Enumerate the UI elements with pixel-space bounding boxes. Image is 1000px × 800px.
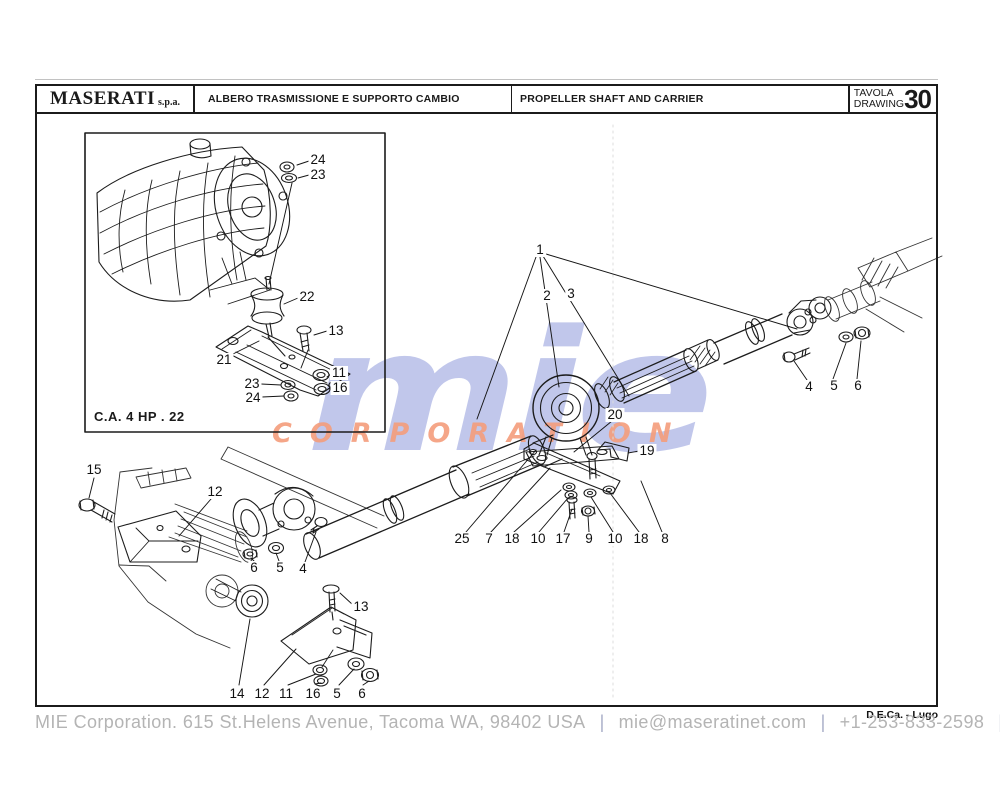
title-italian: ALBERO TRASMISSIONE E SUPPORTO CAMBIO	[207, 93, 460, 105]
drawing-number: 30	[904, 83, 932, 114]
footer-email: mie@maseratinet.com	[618, 712, 807, 732]
brand-name: MASERATI	[50, 88, 155, 109]
top-rule	[35, 79, 938, 80]
title-block: MASERATI s.p.a. ALBERO TRASMISSIONE E SU…	[37, 83, 936, 114]
editor-stamp: D.E.Ca. - Lugo	[866, 709, 938, 721]
footer-separator: |	[820, 712, 826, 732]
drawing-frame: MASERATI s.p.a. ALBERO TRASMISSIONE E SU…	[35, 84, 938, 707]
brand-cell: MASERATI s.p.a.	[37, 86, 195, 112]
footer-address: MIE Corporation. 615 St.Helens Avenue, T…	[35, 712, 586, 732]
brand-suffix: s.p.a.	[158, 97, 180, 108]
drawing-number-cell: TAVOLA DRAWING 30	[850, 83, 936, 114]
italian-title-cell: ALBERO TRASMISSIONE E SUPPORTO CAMBIO	[195, 86, 513, 112]
footer-separator: |	[599, 712, 605, 732]
footer-contact-line: MIE Corporation. 615 St.Helens Avenue, T…	[35, 712, 1000, 733]
tavola-label: TAVOLA	[853, 87, 894, 99]
drawing-label: DRAWING	[853, 98, 905, 110]
english-title-cell: PROPELLER SHAFT AND CARRIER	[512, 86, 850, 112]
footer-phone: +1-253-833-2598	[839, 712, 985, 732]
tavola-labels: TAVOLA DRAWING	[850, 88, 904, 110]
title-english: PROPELLER SHAFT AND CARRIER	[520, 93, 704, 105]
footer-separator: |	[998, 712, 1000, 733]
